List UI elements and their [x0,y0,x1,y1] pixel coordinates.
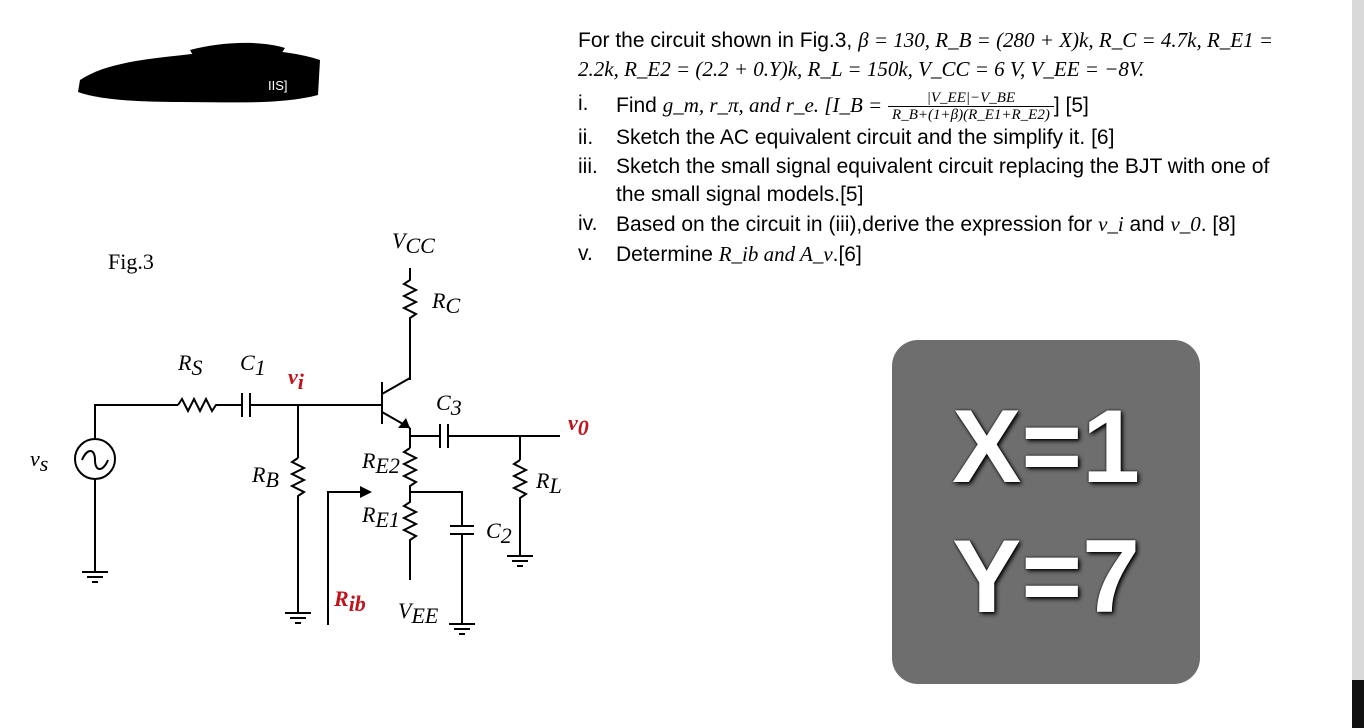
rib-arrow [327,491,362,625]
list-item: i. Find g_m, r_π, and r_e. [I_B = |V_EE|… [578,90,1089,123]
question-list: i. Find g_m, r_π, and r_e. [I_B = |V_EE|… [578,90,1278,269]
question-intro: For the circuit shown in Fig.3, β = 130,… [578,26,1278,84]
rl-resistor [511,459,529,556]
redacted-scribble: IIS] [78,42,320,103]
re2-label: RE2 [361,448,400,478]
vi-label: vi [288,364,305,394]
rl-label: RL [535,468,562,498]
rib-label: Rib [333,586,366,616]
c2-label: C2 [486,518,512,548]
rc-label: RC [431,288,460,318]
redacted-text: IIS] [268,78,288,93]
ground-symbol-rb [285,612,311,624]
scrollbar-track[interactable] [1352,0,1364,728]
list-item: ii. Sketch the AC equivalent circuit and… [578,126,1115,149]
list-item: v. Determine R_ib and A_v.[6] [578,242,862,266]
rc-resistor [401,268,419,380]
rs-resistor [177,396,242,414]
figure-label: Fig.3 [108,249,154,274]
c3-label: C3 [436,390,462,420]
vcc-label: VCC [392,228,435,258]
re1-label: RE1 [361,502,400,532]
bjt-emitter-arrow [398,418,410,428]
ground-symbol-source [82,571,108,583]
vo-label: v0 [568,410,589,440]
scrollbar-thumb[interactable] [1352,680,1364,728]
question-block: For the circuit shown in Fig.3, β = 130,… [578,26,1278,270]
list-item: iv. Based on the circuit in (iii),derive… [578,212,1236,236]
x-value: X=1 [952,389,1140,505]
rb-label: RB [251,462,279,492]
rb-resistor [289,457,307,613]
re1-resistor [401,492,419,580]
ground-symbol-rl [507,555,533,567]
vee-label: VEE [398,598,439,628]
circuit-diagram: VCC RC RS C1 vi vs RB RE2 RE1 VEE C2 [30,228,589,635]
values-box: X=1 Y=7 [892,340,1200,684]
re2-resistor [401,447,419,492]
vs-label: vs [30,446,48,476]
rs-label: RS [177,350,202,380]
list-item: iii. Sketch the small signal equivalent … [578,155,1270,206]
c1-label: C1 [240,350,266,380]
ground-symbol-c2 [449,623,475,635]
intro-math: β = 130, R_B = (280 + X)k, R_C = 4.7k, R… [578,28,1274,81]
y-value: Y=7 [952,519,1140,635]
intro-prefix: For the circuit shown in Fig.3, [578,29,859,52]
